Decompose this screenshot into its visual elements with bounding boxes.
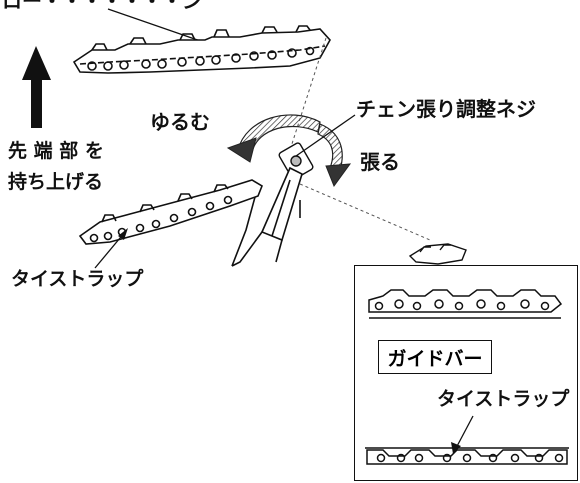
- adjust-screw-label: チェン張り調整ネジ: [356, 97, 536, 121]
- inset-lower-chain: [365, 447, 569, 465]
- bar-tip-detail: [408, 243, 467, 265]
- guide-bar-label-box: ガイドバー: [378, 340, 492, 374]
- lift-tip-label: 先 端 部 を 持ち上げる: [8, 136, 104, 198]
- rotation-arrow-icon: [226, 114, 352, 188]
- lower-chain-segment: [78, 179, 263, 245]
- tighten-label: 張る: [360, 150, 400, 174]
- screwdriver-icon: [231, 166, 303, 267]
- inset-chain-art: [365, 289, 569, 465]
- inset-tie-strap-label: タイストラップ: [437, 388, 570, 410]
- inset-upper-chain: [368, 289, 563, 319]
- top-cutoff-label: ロー・・・・・・・ン: [2, 0, 202, 13]
- bar-edge-dash-line: [299, 183, 431, 241]
- loosen-label: ゆるむ: [150, 110, 210, 134]
- inset-tie-strap-leader: [454, 415, 474, 451]
- tie-strap-pointer: [118, 228, 128, 240]
- upper-chain-segment: [72, 25, 331, 74]
- chain-adjust-screw: [278, 142, 314, 180]
- lift-tip-line-1: 先 端 部 を: [8, 140, 104, 162]
- lift-up-arrow-icon: [22, 46, 51, 128]
- adjust-screw-leader: [295, 114, 356, 157]
- tie-strap-leader: [94, 231, 126, 269]
- lift-tip-line-2: 持ち上げる: [8, 171, 104, 193]
- guide-bar-label: ガイドバー: [387, 347, 483, 370]
- guide-dash-line: [289, 37, 327, 151]
- tie-strap-label: タイストラップ: [11, 268, 144, 290]
- inset-tie-strap-pointer: [451, 442, 461, 454]
- guide-bar-inset-panel: ガイドバー タイストラップ: [354, 265, 578, 481]
